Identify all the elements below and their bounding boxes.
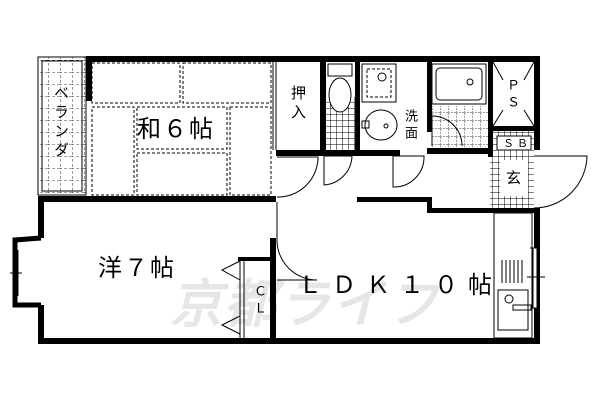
label-ps: ＰＳ [504, 78, 519, 112]
bathtub [431, 63, 488, 148]
label-sb: ＳＢ [503, 137, 531, 150]
room-label-youshitsu: 洋７帖 [98, 254, 176, 282]
genkan [490, 131, 588, 210]
bay-window [10, 235, 42, 308]
label-senmen: 洗面 [402, 109, 417, 143]
doors [220, 155, 425, 338]
room-label-washitsu: 和６帖 [137, 115, 215, 143]
tatami-room [91, 62, 272, 196]
watermark: 京都ライフ [170, 275, 441, 335]
pipe-space [492, 61, 535, 127]
label-veranda: ベランダ [52, 85, 70, 161]
label-oshiire: 押入 [289, 85, 307, 123]
washroom [361, 63, 398, 141]
label-closet: ＣＬ [251, 284, 266, 318]
toilet [326, 63, 355, 150]
label-genkan: 玄 [506, 169, 522, 187]
room-label-ldk: ＬＤＫ１０帖 [298, 271, 502, 299]
kitchen-counter [493, 212, 545, 339]
partition-lines [272, 62, 277, 150]
walls [38, 56, 540, 344]
veranda [37, 56, 87, 196]
